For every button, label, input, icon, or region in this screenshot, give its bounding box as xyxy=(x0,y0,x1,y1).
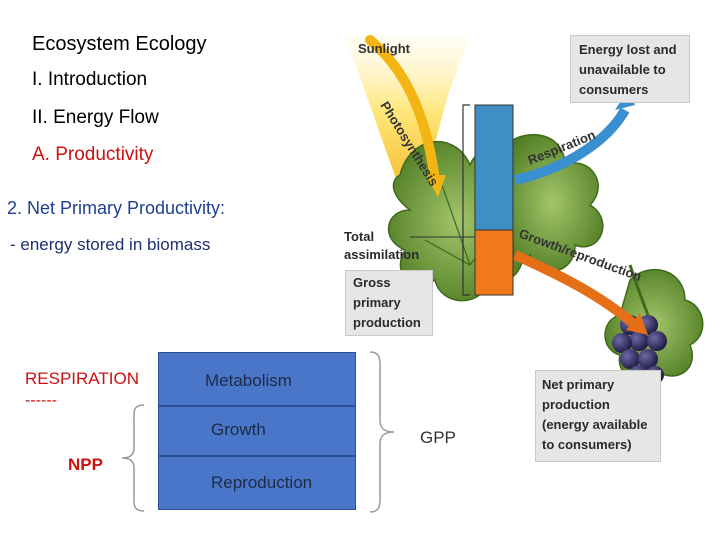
respiration-label: RESPIRATION xyxy=(25,369,139,388)
growth-label: Growth xyxy=(211,420,266,439)
respiration-arrow xyxy=(513,107,630,185)
energy-lost-line-1: Energy lost and xyxy=(579,42,677,57)
net-primary-line-1: Net primary xyxy=(542,377,615,392)
net-primary-line-2: production xyxy=(542,397,610,412)
total-assimilation-box: Total assimilation xyxy=(338,226,428,266)
respiration-bar-segment xyxy=(474,104,514,231)
metabolism-label: Metabolism xyxy=(205,371,292,390)
net-primary-line-4: to consumers) xyxy=(542,437,632,452)
gpp-bracket xyxy=(369,351,395,513)
energy-lost-line-3: consumers xyxy=(579,82,649,97)
total-assimilation-line-2: assimilation xyxy=(344,247,420,262)
energy-flow-figure: Sunlight Photosynthesis Respiration Grow… xyxy=(345,35,704,400)
gross-primary-line-2: primary xyxy=(353,295,401,310)
gross-primary-line-1: Gross xyxy=(353,275,391,290)
slide-title: Ecosystem Ecology xyxy=(32,33,207,55)
growth-block: Growth xyxy=(158,406,356,456)
npp-label: NPP xyxy=(68,455,103,474)
sunlight-beam xyxy=(345,35,470,190)
outline-item-npp: 2. Net Primary Productivity: xyxy=(7,198,226,218)
metabolism-block: Metabolism xyxy=(158,352,356,406)
photosynthesis-arrow xyxy=(365,35,440,185)
outline-item-productivity: A. Productivity xyxy=(32,144,154,165)
reproduction-label: Reproduction xyxy=(211,473,313,492)
outline-item-introduction: I. Introduction xyxy=(32,69,148,90)
gpp-label: GPP xyxy=(420,428,456,447)
net-primary-box: Net primary production (energy available… xyxy=(535,370,661,462)
sunlight-label: Sunlight xyxy=(358,41,411,56)
outline-item-energy-flow: II. Energy Flow xyxy=(32,107,159,128)
outline-item-biomass: - energy stored in biomass xyxy=(10,235,211,254)
total-assimilation-line-1: Total xyxy=(344,229,375,244)
assimilation-bar-segment xyxy=(474,229,514,296)
npp-bracket xyxy=(121,404,145,512)
gross-primary-box: Gross primary production xyxy=(345,270,433,336)
energy-lost-box: Energy lost and unavailable to consumers xyxy=(570,35,690,103)
energy-lost-line-2: unavailable to xyxy=(579,62,666,77)
net-primary-line-3: (energy available xyxy=(542,417,648,432)
reproduction-block: Reproduction xyxy=(158,456,356,510)
growth-arrow xyxy=(512,250,639,329)
respiration-dashes: ------ xyxy=(25,392,57,409)
gross-primary-line-3: production xyxy=(353,315,421,330)
